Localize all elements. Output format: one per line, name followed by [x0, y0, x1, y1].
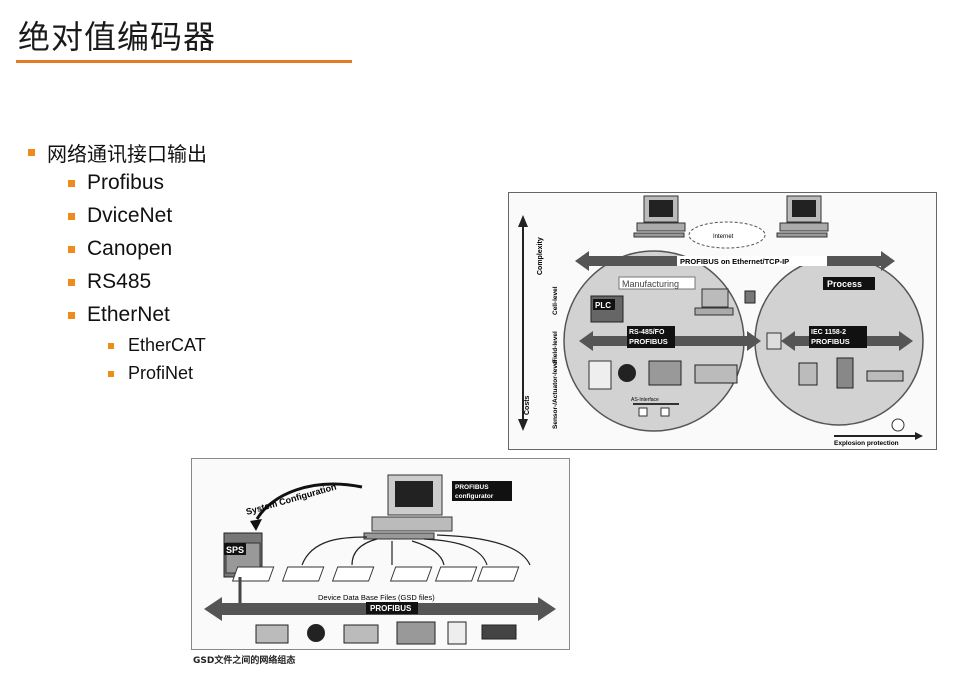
motor-icon	[307, 624, 325, 642]
configurator-label-line2: configurator	[455, 493, 494, 500]
flowmeter-icon	[866, 370, 904, 382]
axis-costs-label: Costs	[524, 395, 531, 415]
manufacturing-label: Manufacturing	[622, 279, 679, 289]
valve-icon	[836, 357, 854, 389]
profibus-right-label: PROFIBUS	[811, 337, 850, 346]
internet-cloud-icon	[688, 221, 766, 249]
computer-icon	[776, 195, 829, 238]
bullet-square-icon	[68, 179, 75, 187]
bus-label: PROFIBUS	[370, 604, 412, 613]
bullet-square-icon	[28, 149, 35, 156]
list-item-rs485: RS485	[68, 270, 151, 294]
bullet-network-interface: 网络通讯接口输出	[28, 138, 207, 167]
gsd-configuration-figure: System Configuration PROFIBUS configurat…	[191, 458, 570, 650]
motor-icon	[618, 364, 636, 382]
configurator-computer-icon	[363, 474, 453, 540]
gsd-file-icon	[389, 566, 433, 582]
level-field-label: Field-level	[552, 331, 559, 363]
sps-label: SPS	[226, 545, 244, 555]
list-item-devicenet: DviceNet	[68, 204, 172, 228]
figure-caption: GSD文件之间的网络组态	[193, 656, 296, 666]
bullet-square-icon	[68, 311, 75, 319]
list-item-label: RS485	[87, 270, 152, 293]
gsd-file-icon	[281, 566, 325, 582]
rs485-label: RS-485/FO	[629, 329, 665, 336]
page-title: 绝对值编码器	[18, 18, 217, 56]
system-config-label: System Configuration	[245, 482, 338, 517]
computer-icon	[701, 288, 729, 308]
gsd-file-icon	[231, 566, 275, 582]
bullet-square-icon	[108, 370, 114, 377]
sublist-item-label: ProfiNet	[128, 363, 194, 383]
drive-icon	[255, 624, 289, 644]
bullet-square-icon	[68, 245, 75, 253]
configurator-label-line1: PROFIBUS	[455, 484, 489, 491]
profibus-left-label: PROFIBUS	[629, 337, 668, 346]
sublist-item-profinet: ProfiNet	[108, 363, 193, 384]
coupler-icon	[744, 290, 756, 304]
profibus-hierarchy-figure: Complexity Costs Cell-level Field-level …	[508, 192, 937, 450]
system-config-arrow	[255, 482, 363, 520]
bullet-square-icon	[108, 342, 114, 349]
explosion-icon	[891, 418, 905, 432]
gsd-file-icon	[434, 566, 478, 582]
bullet-square-icon	[68, 212, 75, 220]
list-item-profibus: Profibus	[68, 171, 164, 195]
field-device-icon	[588, 360, 612, 390]
remote-io-icon	[481, 624, 517, 640]
list-item-ethernet: EtherNet	[68, 303, 170, 327]
computer-icon	[633, 195, 686, 238]
iec-label: IEC 1158-2	[811, 329, 846, 336]
sublist-item-ethercat: EtherCAT	[108, 335, 206, 356]
level-cell-label: Cell-level	[552, 286, 559, 315]
gsd-file-icon	[476, 566, 520, 582]
drive-icon	[343, 624, 379, 644]
explosion-label: Explosion protection	[834, 440, 899, 447]
io-module-icon	[648, 360, 682, 386]
sublist-item-label: EtherCAT	[128, 335, 206, 355]
drive-icon	[694, 364, 738, 384]
list-item-label: Profibus	[87, 171, 165, 194]
gsd-file-icon	[331, 566, 375, 582]
io-module-icon	[396, 621, 436, 645]
list-item-label: EtherNet	[87, 303, 170, 326]
bullet-label: 网络通讯接口输出	[47, 142, 207, 166]
list-item-label: Canopen	[87, 237, 173, 260]
plc-label: PLC	[595, 301, 611, 310]
ethernet-bar-label: PROFIBUS on Ethernet/TCP-IP	[680, 257, 789, 266]
transmitter-icon	[798, 362, 818, 386]
level-sensor-label: Sensor-/Actuator-level	[552, 359, 559, 429]
field-device-icon	[447, 621, 467, 645]
list-item-label: DviceNet	[87, 204, 173, 227]
process-label: Process	[827, 279, 862, 289]
segment-coupler-icon	[766, 332, 782, 350]
as-interface-label: AS-Interface	[631, 397, 659, 403]
internet-label: Internet	[713, 234, 734, 240]
bullet-square-icon	[68, 278, 75, 286]
axis-complexity-label: Complexity	[537, 237, 544, 275]
title-underline	[16, 60, 352, 63]
list-item-canopen: Canopen	[68, 237, 172, 261]
gsd-label: Device Data Base Files (GSD files)	[318, 593, 435, 602]
